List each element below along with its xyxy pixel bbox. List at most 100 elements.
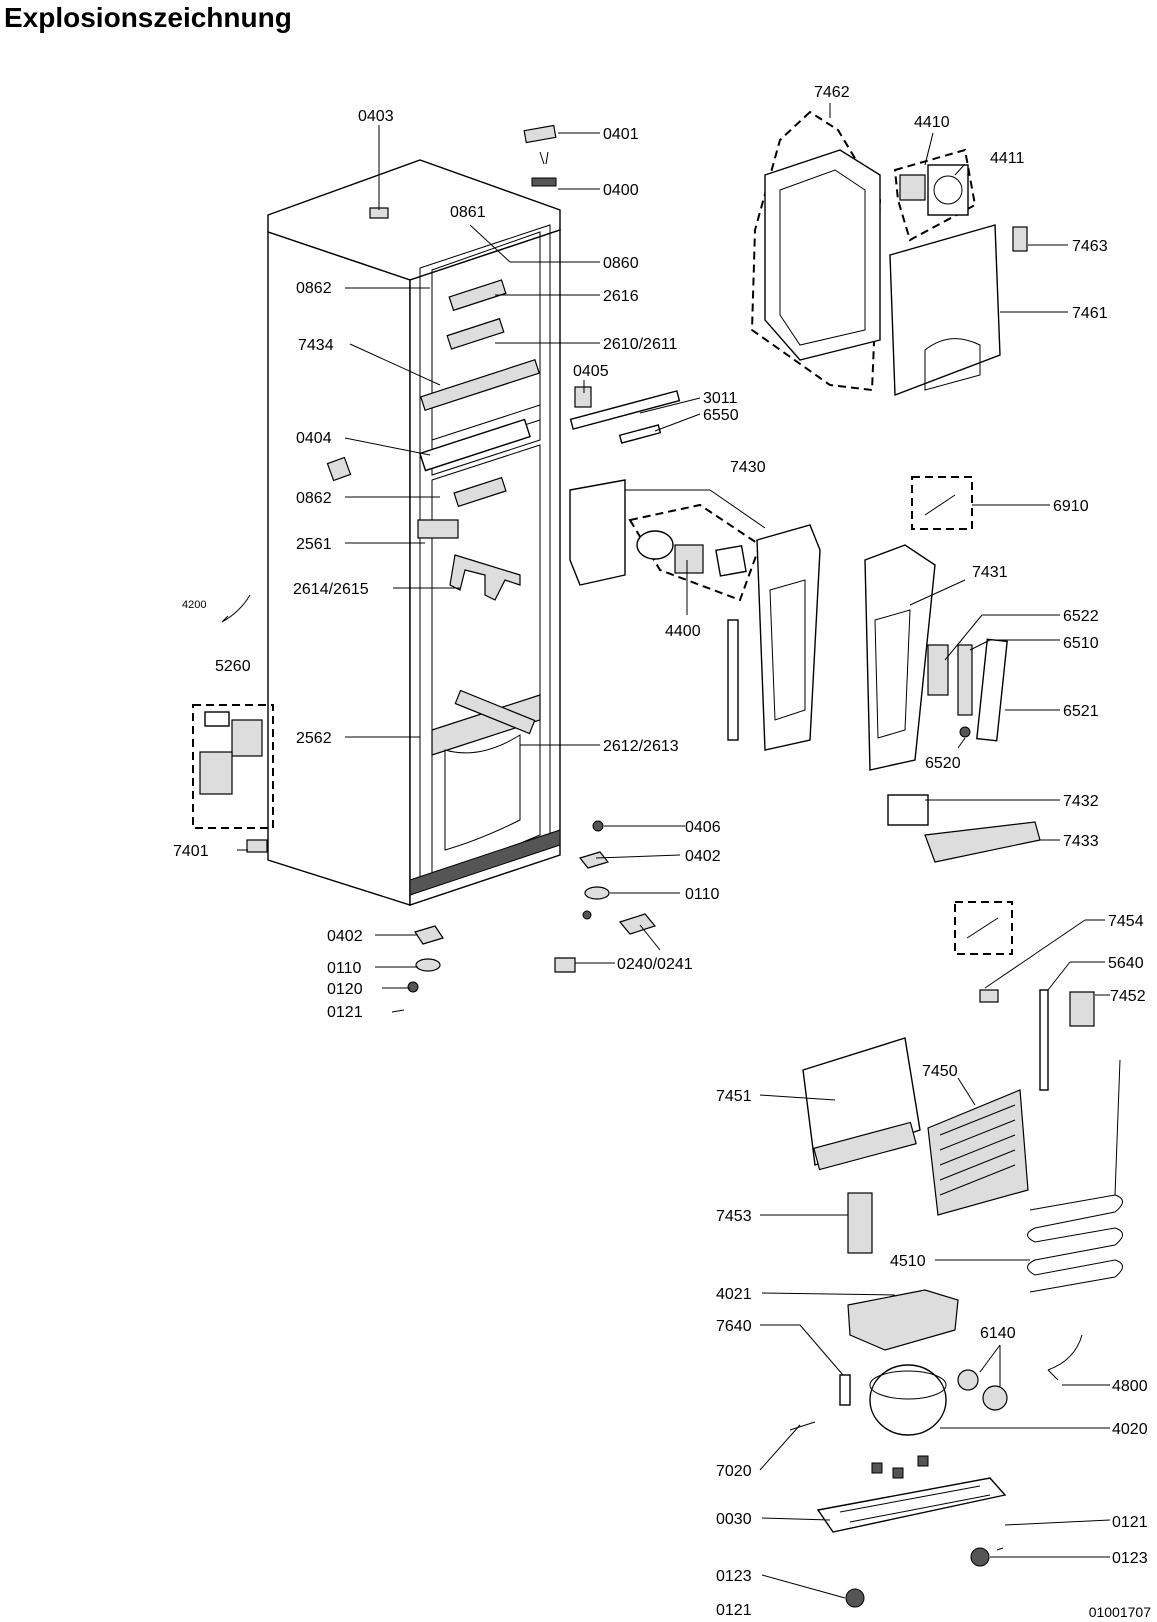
part-7401: [246, 839, 268, 853]
part-0405: [574, 386, 592, 408]
part-0240b: [554, 957, 576, 973]
evaporator-cover-group: [750, 110, 1028, 397]
label-7454: 7454: [1108, 913, 1144, 930]
label-7450: 7450: [922, 1063, 958, 1080]
label-4021: 4021: [716, 1286, 752, 1303]
rear-components: [789, 901, 1123, 1608]
label-6550: 6550: [703, 407, 739, 424]
label-0240-0241: 0240/0241: [617, 956, 693, 973]
part-5260-b: [231, 719, 263, 757]
label-4800: 4800: [1112, 1378, 1148, 1395]
label-7461: 7461: [1072, 305, 1108, 322]
label-7020: 7020: [716, 1463, 752, 1480]
part-6510: [957, 644, 973, 716]
leader-lines: [237, 103, 1111, 1599]
part-0404-hinge: [326, 456, 352, 482]
left-side-parts: [192, 594, 274, 853]
label-6520: 6520: [925, 755, 961, 772]
label-0120: 0120: [327, 981, 363, 998]
label-0123-right: 0123: [1112, 1550, 1148, 1567]
part-2561: [417, 519, 459, 539]
bottom-parts: [391, 820, 657, 1013]
label-6510: 6510: [1063, 635, 1099, 652]
part-0862b: [453, 476, 507, 508]
part-7430: [756, 524, 821, 751]
label-7434: 7434: [298, 337, 334, 354]
label-2614-2615: 2614/2615: [293, 581, 369, 598]
document-number: 01001707: [1088, 1604, 1151, 1620]
part-6520: [959, 726, 971, 738]
label-7463: 7463: [1072, 238, 1108, 255]
part-0123-a: [970, 1547, 990, 1567]
label-4200: 4200: [182, 599, 206, 611]
part-6910: [924, 494, 956, 516]
label-0404: 0404: [296, 430, 332, 447]
part-5640: [1039, 989, 1049, 1091]
label-5260: 5260: [215, 658, 251, 675]
part-7433: [924, 821, 1041, 863]
control-group: [864, 476, 1041, 863]
part-0400: [531, 177, 557, 187]
label-0110-right: 0110: [685, 886, 720, 903]
part-7454-screw: [966, 917, 999, 939]
part-7454: [979, 989, 999, 1003]
part-0121a: [391, 1009, 405, 1013]
part-7640: [839, 1374, 851, 1406]
part-6521: [976, 638, 1008, 742]
label-7453: 7453: [716, 1208, 752, 1225]
part-4410: [899, 174, 926, 201]
label-6140: 6140: [980, 1325, 1016, 1342]
label-4410: 4410: [914, 114, 950, 131]
part-labels: 0403 0401 0400 0861 0860 0862 2616 7434 …: [173, 84, 1148, 1619]
label-4411: 4411: [990, 150, 1025, 167]
label-7401: 7401: [173, 843, 209, 860]
label-0405: 0405: [573, 363, 609, 380]
part-0401: [523, 124, 557, 144]
part-4510: [1027, 1194, 1123, 1293]
part-7463: [1012, 226, 1028, 252]
part-7432: [887, 794, 929, 826]
label-0030: 0030: [716, 1511, 752, 1528]
part-4800: [1047, 1334, 1083, 1381]
label-4400: 4400: [665, 623, 701, 640]
label-6910: 6910: [1053, 498, 1089, 515]
label-7431: 7431: [972, 564, 1008, 581]
label-7640: 7640: [716, 1318, 752, 1335]
part-3011: [569, 390, 681, 430]
label-0121-bottom: 0121: [716, 1602, 752, 1619]
label-7432: 7432: [1063, 793, 1099, 810]
part-2612: [454, 689, 536, 735]
part-0123-b: [845, 1588, 865, 1608]
part-0402b: [414, 925, 444, 945]
label-0110-left: 0110: [327, 960, 362, 977]
label-0406: 0406: [685, 819, 721, 836]
part-6550: [618, 424, 662, 444]
part-0406: [592, 820, 604, 832]
part-7462: [764, 149, 881, 361]
part-6140-b: [982, 1385, 1008, 1411]
part-4400-ring: [636, 530, 674, 560]
part-7020: [789, 1421, 816, 1431]
part-0402a: [578, 851, 610, 869]
label-7462: 7462: [814, 84, 850, 101]
label-2610-2611: 2610/2611: [603, 336, 678, 353]
part-6522: [927, 644, 949, 696]
label-0401: 0401: [603, 126, 639, 143]
part-0401-clip: [539, 151, 549, 165]
cabinet-small-parts: [326, 124, 681, 735]
part-4200: [221, 594, 251, 623]
label-0403: 0403: [358, 108, 394, 125]
label-0121-left: 0121: [327, 1004, 363, 1021]
part-2616: [448, 279, 507, 312]
part-2610: [446, 317, 505, 350]
part-0110b: [415, 958, 441, 972]
air-duct-group: [569, 479, 821, 751]
part-0120: [407, 981, 419, 993]
label-3011: 3011: [703, 390, 738, 407]
label-4510: 4510: [890, 1253, 926, 1270]
part-4400-fan: [674, 544, 704, 574]
label-7433: 7433: [1063, 833, 1099, 850]
label-0123-left: 0123: [716, 1568, 752, 1585]
cabinet-housing: [267, 159, 561, 906]
